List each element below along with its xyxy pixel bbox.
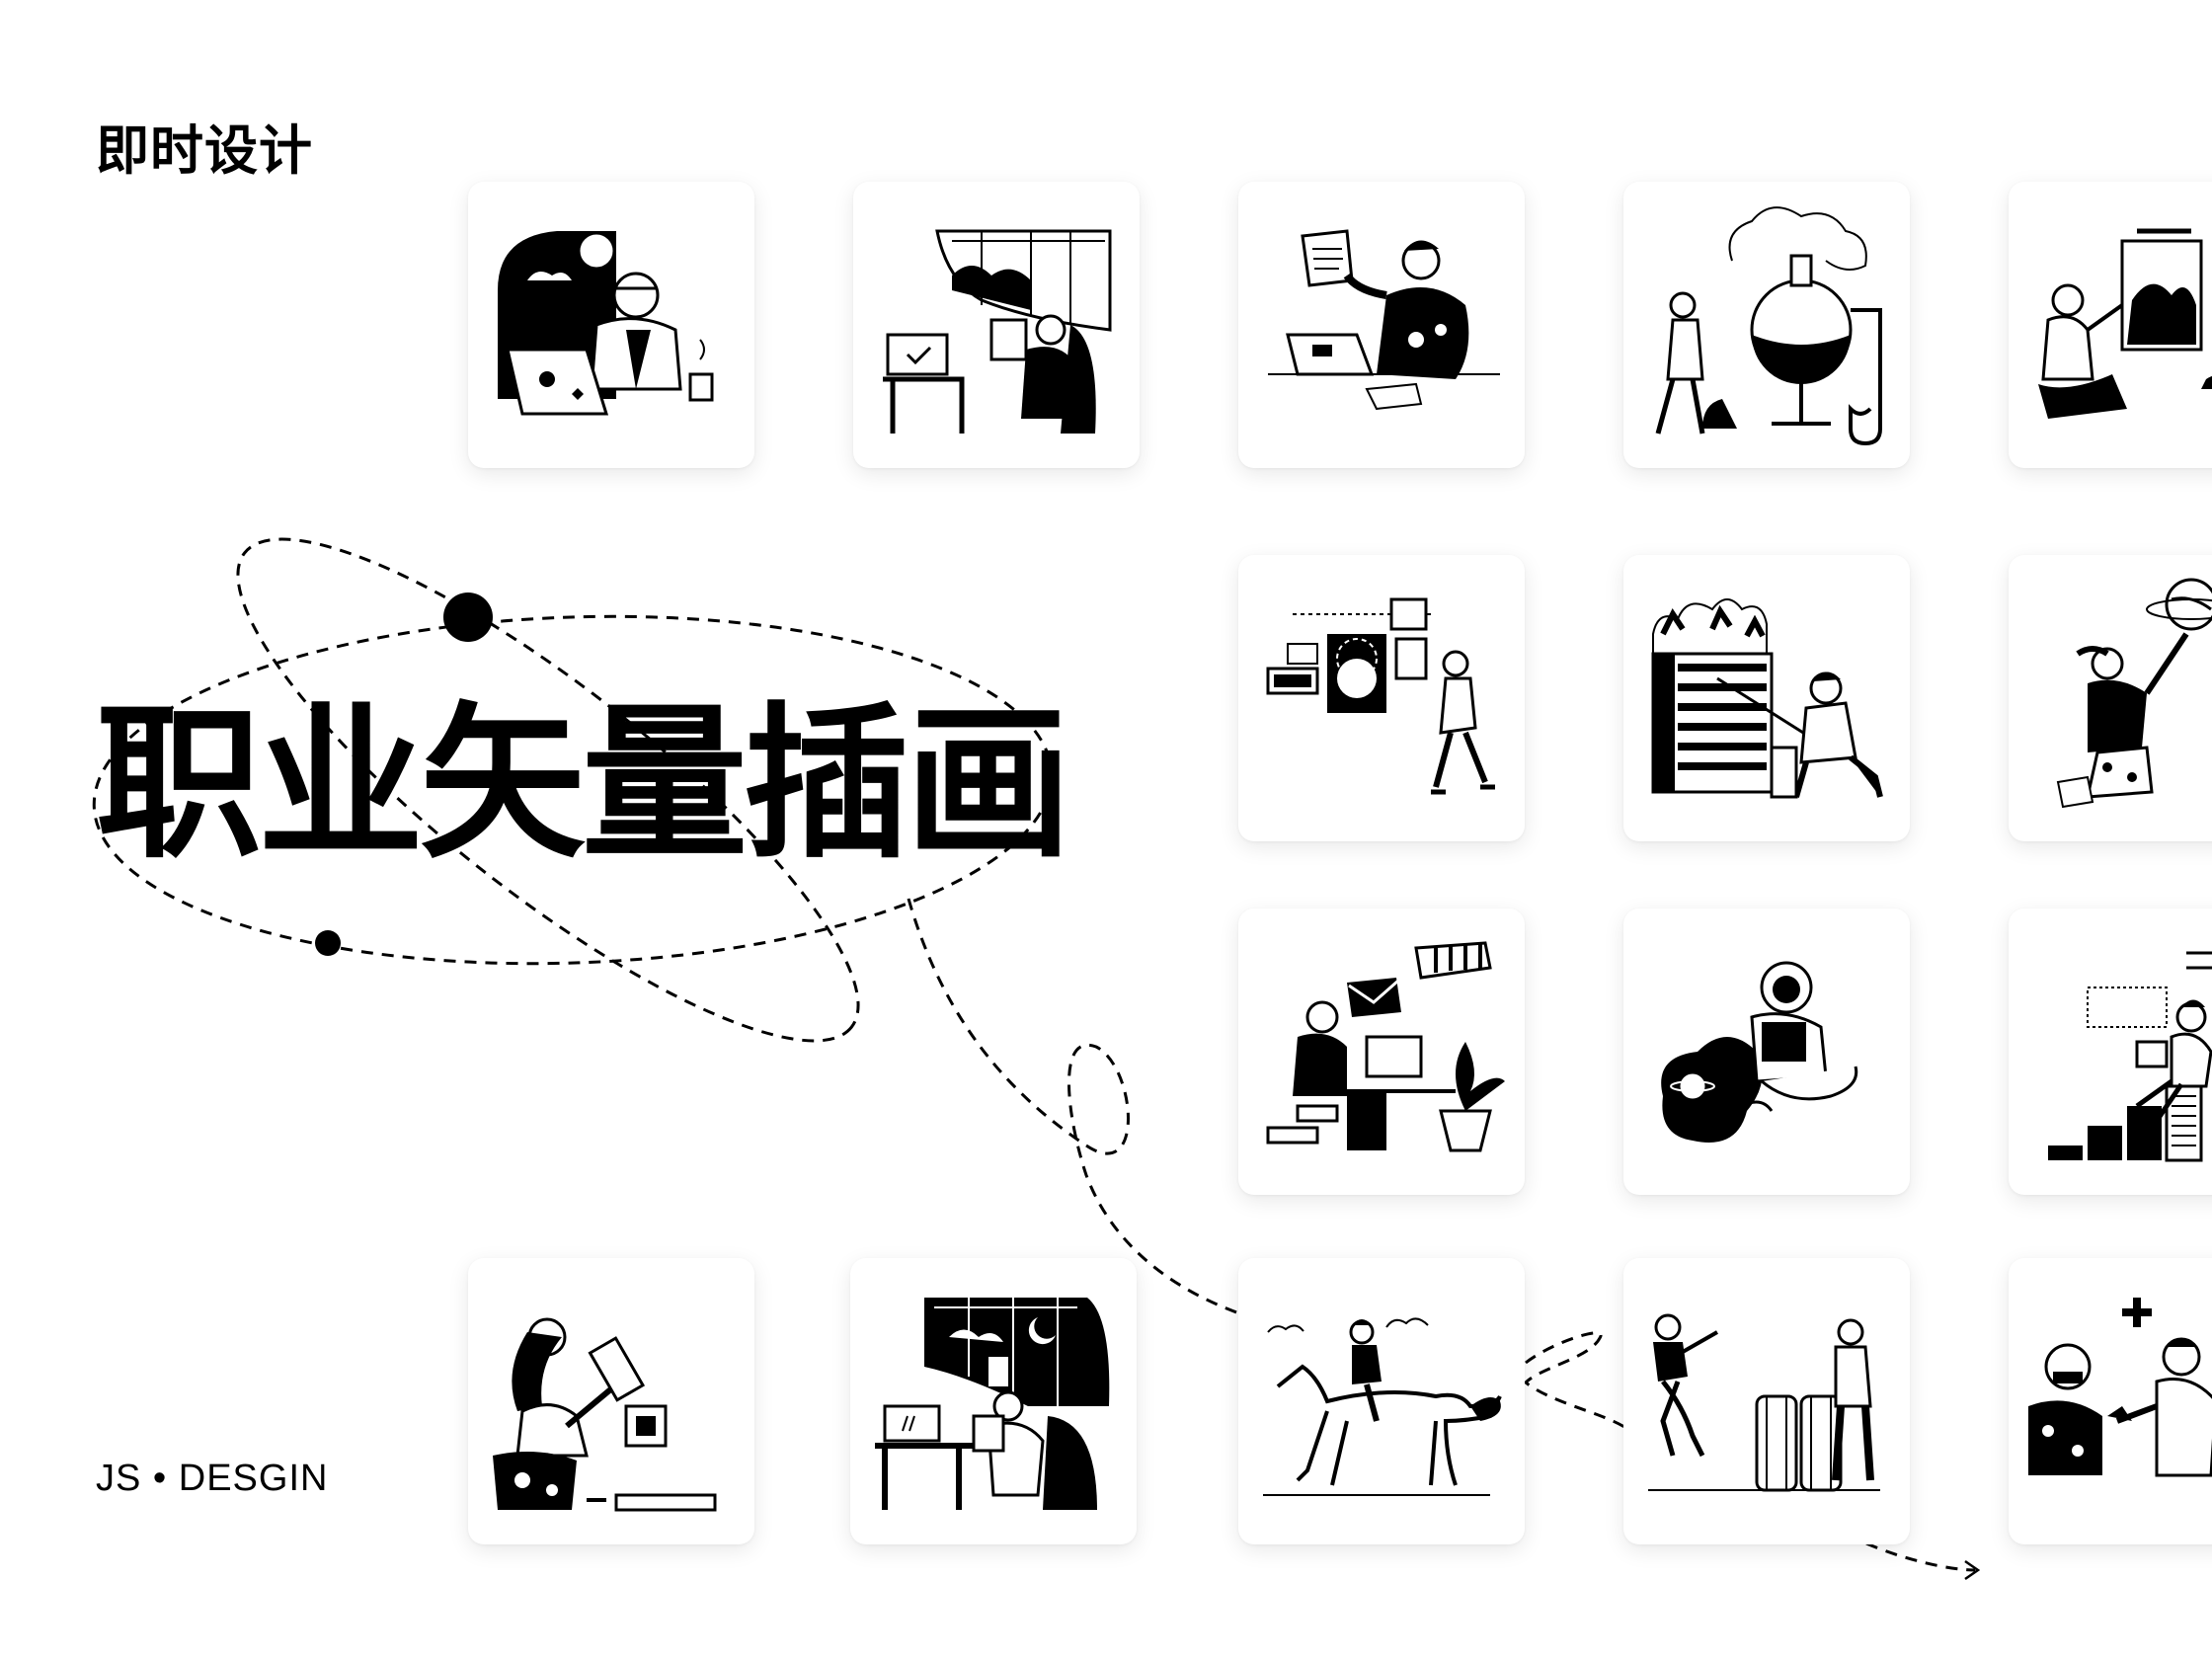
card-scientist-microscope[interactable] (468, 1258, 754, 1544)
orbit-tail (1865, 1541, 1976, 1572)
illustration-painter-icon (2038, 228, 2212, 419)
illustration-firefighter-icon (1651, 598, 1883, 799)
card-doctor-patient[interactable] (2009, 1258, 2212, 1544)
footer-brand: JS • DESGIN (96, 1458, 329, 1499)
card-planet-thinker[interactable] (2009, 555, 2212, 841)
orbit-ellipse-horizontal (92, 614, 1054, 966)
card-designer-frames[interactable] (1238, 555, 1525, 841)
orbit-loop-right (1523, 1331, 1625, 1429)
illustration-chemist-icon (1655, 206, 1882, 446)
illustration-doctor-icon (2028, 1298, 2212, 1477)
illustration-man-laptop-icon (498, 231, 714, 416)
card-desk-window-laptop[interactable] (853, 182, 1140, 468)
card-firefighter[interactable] (1623, 555, 1910, 841)
card-horse-rider[interactable] (1238, 1258, 1525, 1544)
headline: 职业矢量插画 (96, 687, 1071, 881)
card-night-desk[interactable] (850, 1258, 1137, 1544)
illustration-astronaut-icon (1661, 961, 1858, 1143)
illustration-horse-rider-icon (1263, 1317, 1502, 1496)
orbit-planet-small (315, 930, 341, 956)
orbit-curve-middle (907, 898, 1240, 1315)
card-stressed-worker[interactable] (1238, 182, 1525, 468)
card-chemistry-lab[interactable] (1623, 182, 1910, 468)
illustration-growth-chart-icon (2048, 951, 2212, 1162)
orbit-planet-large (443, 592, 493, 642)
card-remote-work-laptop[interactable] (468, 182, 754, 468)
card-growth-chart[interactable] (2009, 908, 2212, 1195)
card-painter-easel[interactable] (2009, 182, 2212, 468)
card-office-desk-plant[interactable] (1238, 908, 1525, 1195)
illustration-night-desk-icon (875, 1298, 1110, 1510)
card-astronaut-reading[interactable] (1623, 908, 1910, 1195)
illustration-office-desk-icon (1266, 941, 1505, 1152)
card-musicians[interactable] (1623, 1258, 1910, 1544)
illustration-desk-window-icon (883, 229, 1112, 434)
orbit-arrowhead-icon (1964, 1559, 1981, 1581)
illustration-musicians-icon (1648, 1313, 1880, 1492)
illustration-planet-icon (2056, 578, 2212, 809)
illustration-stressed-worker-icon (1268, 229, 1500, 411)
orbit-ellipse-tilted (236, 537, 860, 1043)
illustration-microscope-icon (493, 1317, 717, 1512)
brand-title: 即时设计 (96, 119, 313, 182)
illustration-designer-icon (1266, 597, 1495, 795)
